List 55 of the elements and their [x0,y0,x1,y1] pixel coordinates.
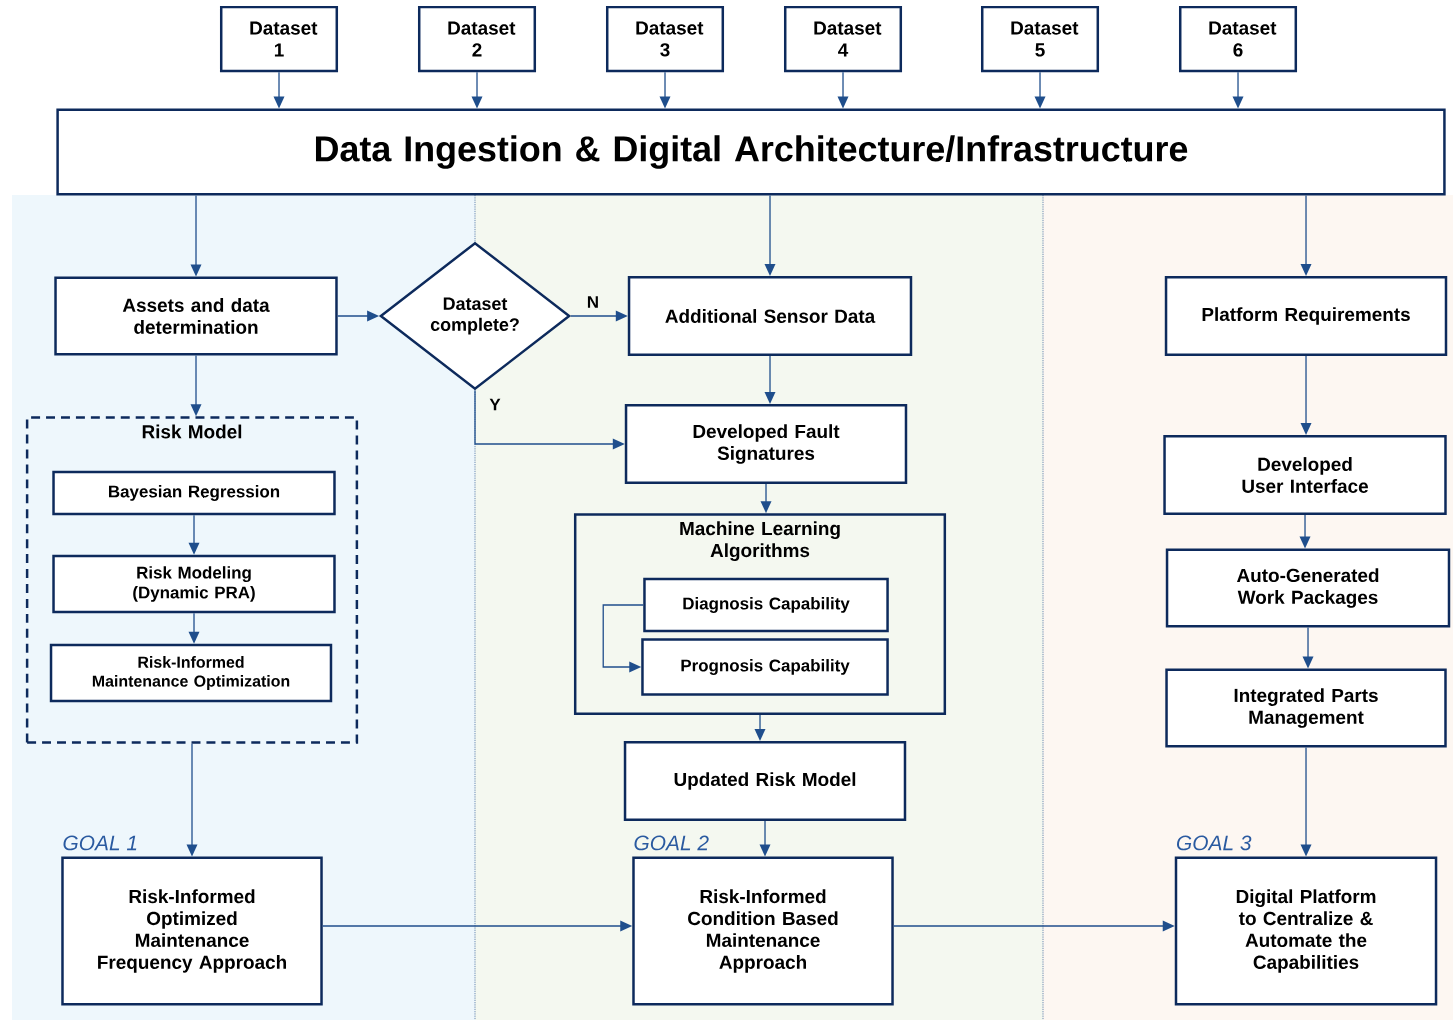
process-box: Diagnosis Capability [643,577,889,633]
arrow [1300,194,1312,276]
dataset-box: Dataset 6 [1179,5,1298,73]
goal-box: Risk-Informed Optimized Maintenance Frequency Approach [61,856,323,1006]
arrow [602,604,644,673]
dataset-box: Dataset 5 [981,5,1100,73]
arrow [893,920,1175,932]
arrow [1034,71,1046,109]
process-box: Developed User Interface [1163,434,1447,516]
arrow [190,194,202,277]
goal-box: Risk-Informed Condition Based Maintenance Approach [632,856,894,1006]
arrow [273,71,285,109]
process-box: Assets and data determination [54,276,338,356]
dataset-box: Dataset 4 [784,5,903,73]
edge-label: N [587,296,598,308]
arrow [1232,71,1244,109]
process-box: Risk-Informed Maintenance Optimization [49,643,333,703]
process-box: Auto-Generated Work Packages [1165,548,1451,628]
arrow [1300,355,1312,435]
process-box: Platform Requirements [1164,275,1448,357]
arrow [188,514,200,555]
process-box: Additional Sensor Data [627,275,913,357]
arrow [760,483,772,514]
header-box: Data Ingestion & Digital Architecture/Infrastructure [56,108,1446,196]
arrow [1300,746,1312,857]
arrow [764,194,776,276]
arrow [186,743,198,857]
goal-box: Digital Platform to Centralize & Automate the Capabilities [1174,856,1438,1006]
process-box: Updated Risk Model [623,740,907,822]
arrow [474,389,625,450]
process-box: Integrated Parts Management [1165,668,1447,748]
arrow [471,71,483,109]
process-box: Developed Fault Signatures [624,403,908,485]
goal-label: GOAL 1 [63,835,137,851]
goal-label: GOAL 3 [1177,835,1252,851]
arrow [754,714,766,741]
process-box: Bayesian Regression [52,470,336,516]
arrow [1302,626,1314,669]
arrow [322,920,633,932]
dataset-box: Dataset 3 [606,5,725,73]
process-box: Risk Modeling (Dynamic PRA) [52,554,336,614]
arrow [764,355,776,404]
arrow [188,612,200,644]
arrow [1299,514,1311,549]
dataset-box: Dataset 1 [219,5,339,73]
arrow [759,820,771,857]
arrow [659,71,671,109]
edge-label: Y [489,398,501,411]
dataset-box: Dataset 2 [417,5,537,73]
arrow [570,310,628,322]
goal-label: GOAL 2 [634,835,709,851]
arrow [337,310,380,322]
arrow [190,354,202,417]
process-box: Prognosis Capability [641,638,889,696]
arrow [837,71,849,109]
